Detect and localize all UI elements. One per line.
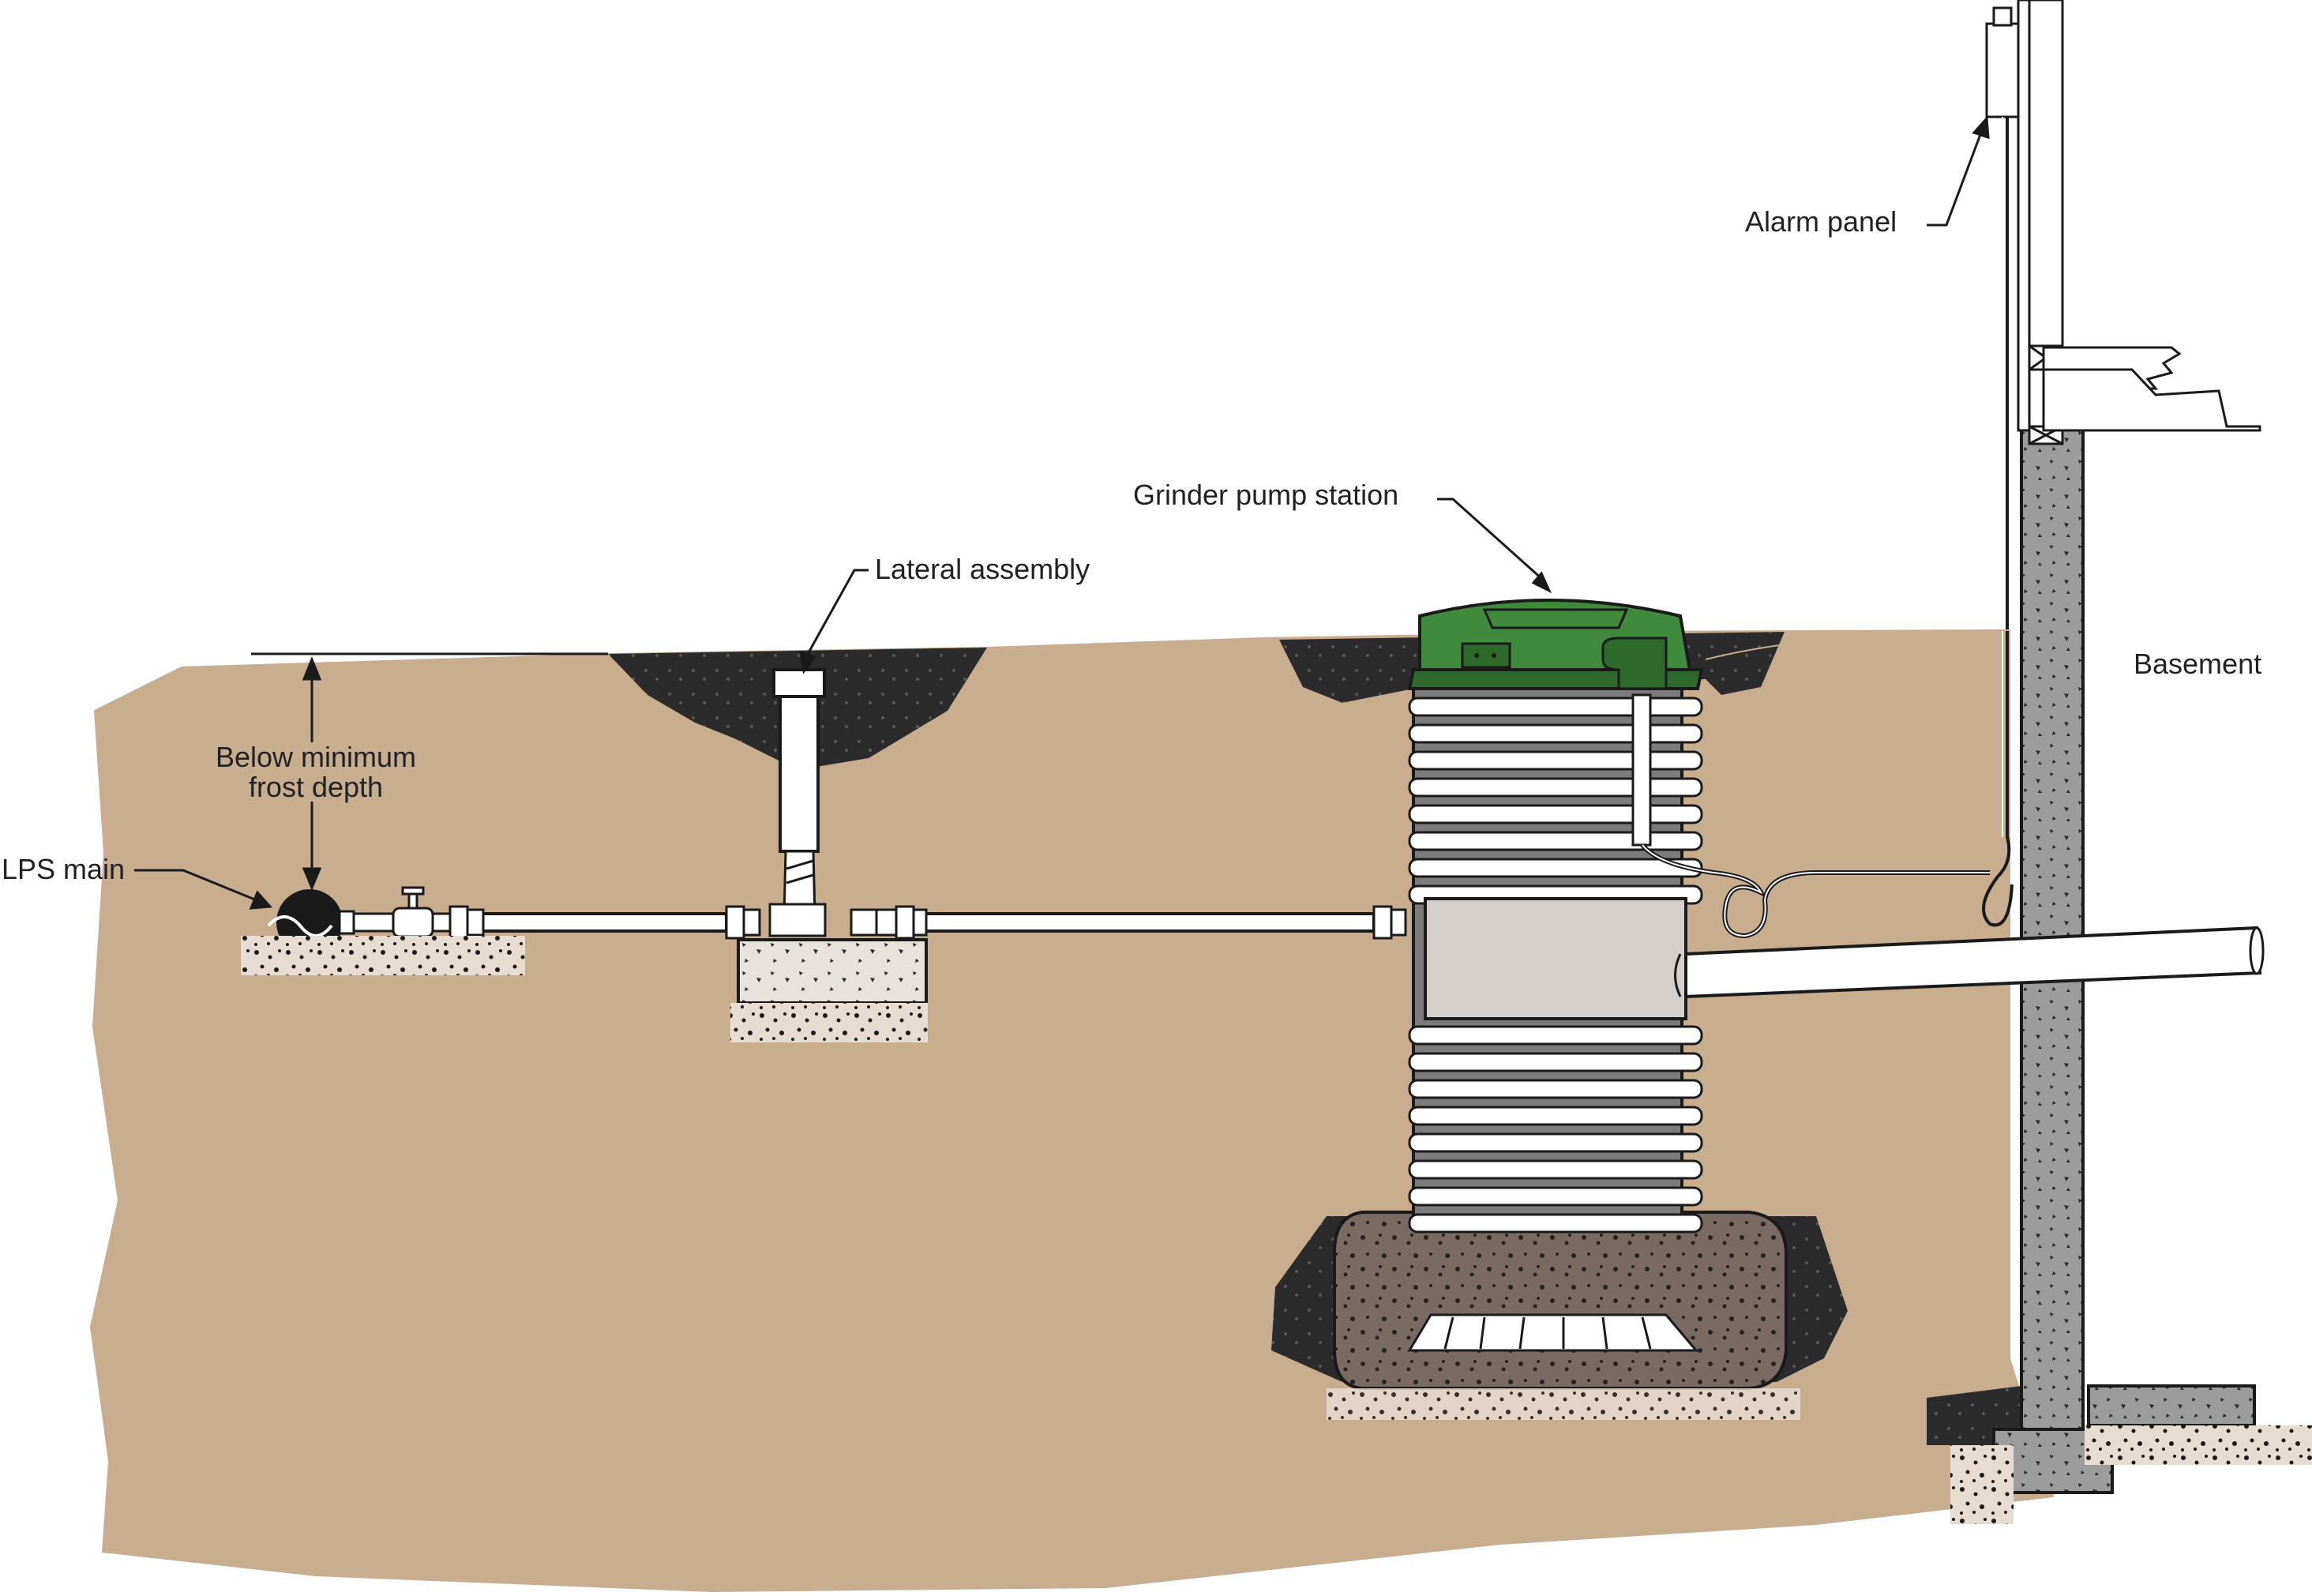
frost-depth-label-line1: Below minimum	[215, 741, 417, 773]
tank-rib	[1408, 831, 1703, 851]
tank-rib	[1408, 1079, 1703, 1099]
lateral-assembly-label: Lateral assembly	[875, 553, 1090, 585]
floor-decking	[2042, 368, 2261, 432]
lateral-riser	[779, 692, 820, 853]
pipe-fittings	[449, 905, 1407, 940]
tank-rib	[1408, 750, 1703, 771]
tank-rib	[1408, 1159, 1703, 1180]
lateral-concrete-pad	[737, 938, 928, 1005]
leader-lines	[134, 115, 1990, 910]
discharge-pipe-right	[922, 912, 1376, 933]
lateral-valve-body	[768, 903, 827, 937]
main-gravel	[241, 936, 525, 975]
slab-gravel	[2085, 1425, 2312, 1465]
alarm-cable	[1982, 117, 2014, 927]
tank-rib	[1408, 1186, 1703, 1207]
tank-gravel-dots	[1327, 1388, 1800, 1420]
electrical-conduit	[1631, 693, 1652, 847]
tank-rib	[1408, 1132, 1703, 1153]
grinder-pump-tank	[1408, 685, 1703, 1234]
tank-rib	[1408, 1052, 1703, 1072]
lid-connector	[1461, 642, 1511, 669]
frost-depth-dimension	[251, 652, 608, 891]
lps-main-saddle	[338, 910, 355, 935]
tank-rib	[1408, 804, 1703, 824]
rim-joist	[2028, 368, 2045, 428]
tank-base-grate	[1407, 1313, 1699, 1352]
basement-label: Basement	[2134, 648, 2262, 680]
tank-rib	[1408, 777, 1703, 798]
tank-rib	[1408, 1106, 1703, 1126]
discharge-pipe-left	[480, 912, 728, 933]
tank-rib	[1408, 723, 1703, 744]
alarm-light	[1992, 6, 2013, 27]
alarm-panel-box	[1985, 22, 2020, 118]
tank-mid-band	[1424, 897, 1687, 1020]
alarm-panel-label: Alarm panel	[1745, 205, 1897, 238]
tank-rib	[1408, 697, 1703, 717]
basement-slab	[2087, 1384, 2256, 1427]
lps-main-label: LPS main	[2, 853, 126, 885]
tank-rib	[1408, 1025, 1703, 1046]
lateral-gravel	[730, 1003, 928, 1042]
tank-gravel-base	[1333, 1211, 1788, 1390]
tank-rib	[1408, 858, 1703, 878]
lid-vent	[1601, 637, 1668, 690]
frost-depth-label-line2: frost depth	[248, 770, 384, 803]
tank-rib	[1408, 1213, 1703, 1234]
frost-depth-label: Below minimum frost depth	[197, 742, 434, 802]
lateral-cap	[772, 668, 826, 698]
footing-gravel	[1950, 1445, 2014, 1524]
grinder-pump-station-label: Grinder pump station	[1133, 479, 1399, 511]
wall-stud-outer	[2017, 0, 2031, 432]
